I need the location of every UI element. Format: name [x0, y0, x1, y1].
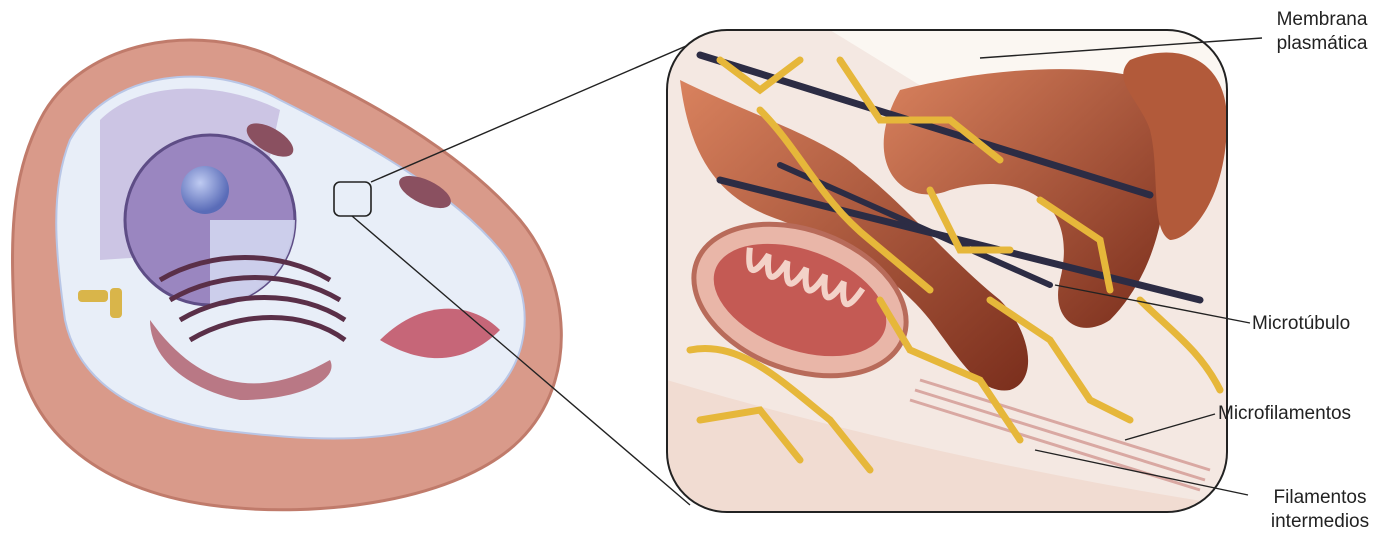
label-membrana-line1: Membrana — [1262, 8, 1382, 32]
nucleolus — [181, 166, 229, 214]
label-membrana-line2: plasmática — [1262, 32, 1382, 56]
label-microfilamentos-text: Microfilamentos — [1218, 402, 1351, 426]
label-microtubulo: Microtúbulo — [1252, 312, 1350, 336]
centriole-2 — [110, 288, 122, 318]
label-filamentos-intermedios: Filamentos intermedios — [1250, 486, 1390, 534]
label-microtubulo-text: Microtúbulo — [1252, 312, 1350, 336]
label-microfilamentos: Microfilamentos — [1218, 402, 1351, 426]
label-membrana-plasmatica: Membrana plasmática — [1262, 8, 1382, 56]
cell-illustration — [13, 40, 562, 510]
zoom-line-top — [371, 40, 700, 182]
label-filamentos-line2: intermedios — [1250, 510, 1390, 534]
label-filamentos-line1: Filamentos — [1250, 486, 1390, 510]
zoom-panel — [667, 30, 1227, 512]
centriole-1 — [78, 290, 108, 302]
